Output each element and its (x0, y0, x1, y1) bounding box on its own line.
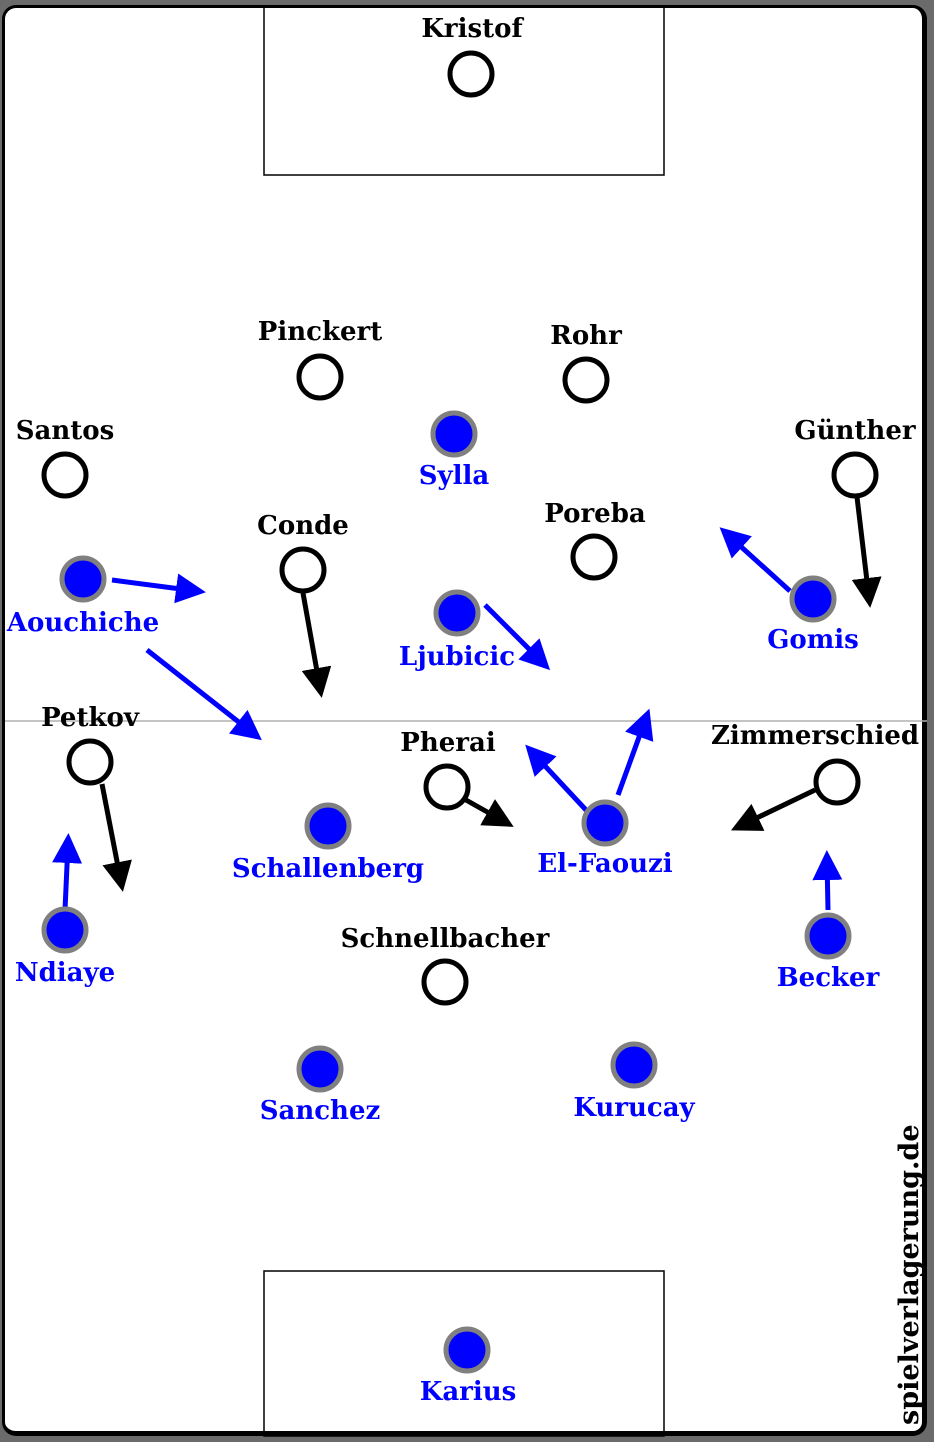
player-sanchez: Sanchez (260, 1045, 381, 1126)
player-name: Sanchez (260, 1096, 381, 1126)
player-marker-hollow (423, 763, 471, 811)
movement-arrow-guenther (851, 496, 882, 608)
player-marker-filled (304, 802, 352, 850)
movement-arrow-pherai (464, 797, 514, 827)
player-name: Kristof (421, 14, 524, 44)
player-ljubicic: Ljubicic (399, 589, 515, 672)
player-kurucay: Kurucay (573, 1041, 696, 1123)
player-pinckert: Pinckert (258, 317, 382, 401)
player-name: Sylla (419, 461, 490, 491)
player-name: Kurucay (573, 1093, 695, 1123)
player-marker-filled (804, 912, 852, 960)
player-name: El-Faouzi (537, 849, 672, 879)
player-name: Karius (420, 1377, 517, 1407)
player-marker-hollow (41, 451, 89, 499)
player-name: Gomis (767, 625, 859, 655)
player-marker-hollow (421, 958, 469, 1006)
movement-arrow-ndiaye (52, 833, 83, 911)
movement-arrow-petkov (99, 783, 132, 892)
player-pherai: Pherai (400, 728, 496, 811)
player-name: Rohr (550, 321, 622, 351)
player-marker-filled (296, 1045, 344, 1093)
top-penalty-box (263, 5, 665, 176)
player-name: Ljubicic (399, 642, 515, 672)
movement-arrows (52, 496, 882, 911)
player-marker-filled (41, 906, 89, 954)
player-zimmerschied: Zimmerschied (711, 721, 919, 806)
player-guenther: Günther (794, 416, 916, 499)
player-name: Aouchiche (6, 608, 159, 638)
player-ndiaye: Ndiaye (15, 906, 115, 988)
player-name: Becker (777, 963, 880, 993)
movement-arrow-conde (300, 592, 332, 698)
player-sylla: Sylla (419, 410, 490, 491)
player-conde: Conde (257, 511, 349, 594)
player-aouchiche: Aouchiche (6, 555, 159, 638)
player-becker: Becker (777, 912, 880, 993)
player-name: Petkov (41, 703, 140, 733)
player-name: Poreba (544, 499, 646, 529)
player-petkov: Petkov (41, 703, 140, 786)
player-name: Günther (794, 416, 915, 446)
player-el-faouzi: El-Faouzi (537, 799, 673, 879)
player-schallenberg: Schallenberg (232, 802, 424, 884)
player-name: Pherai (400, 728, 496, 758)
player-name: Schallenberg (232, 854, 424, 884)
player-name: Santos (16, 416, 115, 446)
movement-arrow-aouchiche (145, 648, 262, 741)
player-marker-hollow (279, 546, 327, 594)
player-santos: Santos (16, 416, 115, 499)
player-name: Conde (257, 511, 349, 541)
movement-arrow-el-faouzi (525, 744, 588, 812)
movement-arrow-aouchiche (111, 573, 206, 604)
movement-arrow-becker (812, 850, 843, 911)
player-schnellbacher: Schnellbacher (341, 924, 550, 1006)
player-marker-filled (433, 589, 481, 637)
player-name: Pinckert (258, 317, 382, 347)
player-gomis: Gomis (767, 575, 859, 655)
player-name: Schnellbacher (341, 924, 550, 954)
player-marker-filled (789, 575, 837, 623)
player-marker-hollow (447, 50, 495, 98)
movement-arrow-el-faouzi (615, 708, 654, 796)
player-marker-hollow (66, 738, 114, 786)
player-marker-hollow (570, 533, 618, 581)
player-marker-filled (443, 1326, 491, 1374)
player-marker-hollow (562, 356, 610, 404)
player-marker-hollow (813, 758, 861, 806)
player-marker-filled (430, 410, 478, 458)
player-name: Zimmerschied (711, 721, 919, 751)
player-marker-filled (610, 1041, 658, 1089)
player-kristof: Kristof (421, 14, 524, 98)
movement-arrow-zimmerschied (730, 787, 817, 831)
player-marker-filled (59, 555, 107, 603)
player-marker-hollow (296, 353, 344, 401)
player-name: Ndiaye (15, 958, 115, 988)
movement-arrow-gomis (719, 527, 792, 593)
player-marker-hollow (831, 451, 879, 499)
player-marker-filled (581, 799, 629, 847)
bottom-penalty-box (263, 1270, 665, 1437)
player-karius: Karius (420, 1326, 517, 1407)
player-rohr: Rohr (550, 321, 622, 404)
movement-arrow-ljubicic (483, 603, 551, 671)
player-poreba: Poreba (544, 499, 646, 581)
watermark-text: spielverlagerung.de (894, 1125, 925, 1426)
